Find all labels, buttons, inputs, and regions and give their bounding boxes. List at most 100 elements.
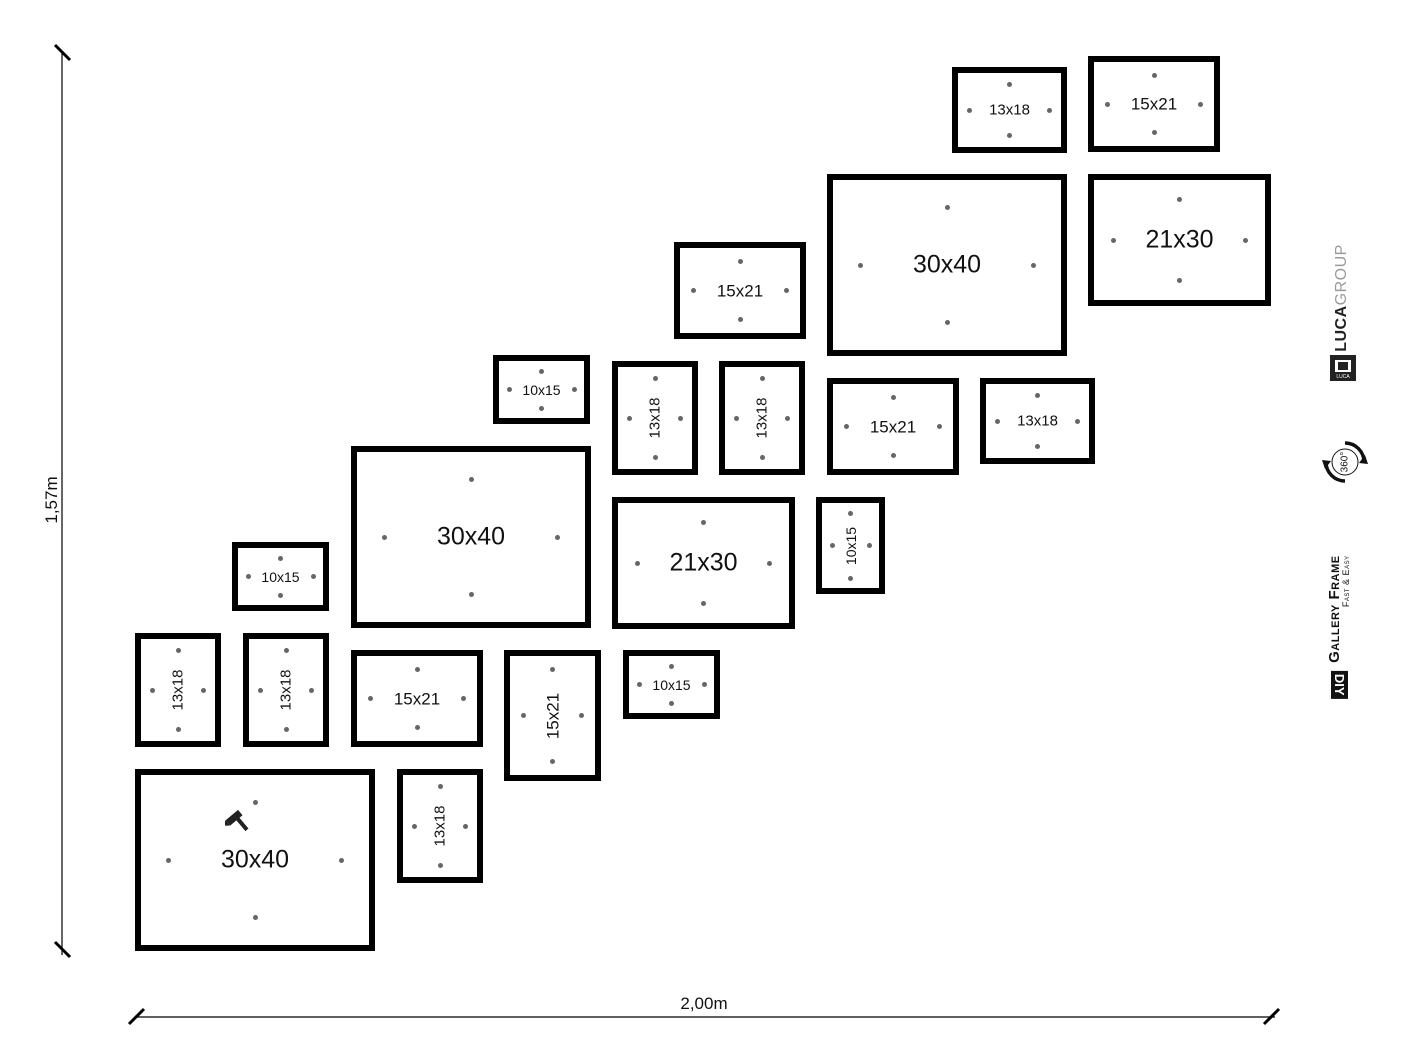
hanging-point <box>627 415 633 421</box>
hanging-point <box>1007 132 1012 138</box>
hanging-point <box>414 667 420 673</box>
hanging-point <box>462 823 468 829</box>
hanging-point <box>844 424 850 429</box>
hanging-point <box>737 316 743 322</box>
hanging-point <box>848 575 853 581</box>
frame-30x40-bottom: 30x40 <box>135 769 375 951</box>
luca-logo-icon: LUCA <box>1330 355 1356 381</box>
hanging-point <box>669 700 674 706</box>
hanging-point <box>737 259 743 265</box>
frame-15x21-vertical-lower: 15x21 <box>504 650 601 781</box>
frame-10x15-upper: 10x15 <box>493 355 590 424</box>
frame-13x18-lower-b: 13x18 <box>243 633 329 747</box>
hanging-point <box>310 574 316 579</box>
frame-13x18-middle: 13x18 <box>980 378 1095 464</box>
luca-group-logo: LUCAGROUP <box>1333 244 1351 352</box>
diy-badge: DIY <box>1330 670 1348 699</box>
hanging-point <box>539 368 544 374</box>
frame-10x15-left: 10x15 <box>232 542 329 611</box>
hanging-point <box>995 418 1001 424</box>
hanging-point <box>258 687 264 693</box>
hanging-point <box>381 534 387 540</box>
frame-size-label: 30x40 <box>436 522 506 551</box>
hanging-point <box>283 648 289 654</box>
frame-30x40-center: 30x40 <box>351 446 591 628</box>
hanging-point <box>784 415 790 421</box>
frame-size-label: 30x40 <box>220 845 290 874</box>
hanging-point <box>412 823 418 829</box>
frame-size-label: 10x15 <box>522 381 561 398</box>
hanging-point <box>890 395 896 401</box>
hanging-point <box>866 543 872 548</box>
hanging-point <box>944 204 950 210</box>
hanging-point <box>701 601 706 607</box>
hanging-point <box>308 687 314 693</box>
hanging-point <box>890 452 896 458</box>
hanging-point <box>783 288 789 293</box>
frame-15x21-upper: 15x21 <box>674 242 806 339</box>
hanging-point <box>460 696 466 701</box>
hanging-point <box>245 574 251 579</box>
hanging-point <box>1151 130 1157 136</box>
frame-size-label: 13x18 <box>169 669 187 711</box>
frame-size-label: 13x18 <box>989 101 1030 119</box>
frame-21x30-upper-right: 21x30 <box>1088 174 1271 306</box>
frame-10x15-lower: 10x15 <box>623 650 720 719</box>
hanging-point <box>1110 237 1116 243</box>
frame-13x18-bottom: 13x18 <box>397 769 483 883</box>
frame-size-label: 15x21 <box>1130 94 1178 114</box>
hanging-point <box>437 784 443 790</box>
frame-15x21-lower: 15x21 <box>351 650 483 747</box>
frame-size-label: 21x30 <box>1145 225 1214 254</box>
luca-logo-small-text: LUCA <box>1336 374 1350 380</box>
hanging-point <box>1243 237 1249 243</box>
frame-size-label: 15x21 <box>869 417 917 436</box>
hanging-point <box>936 424 942 429</box>
frame-size-label: 13x18 <box>1017 412 1058 430</box>
hanging-point <box>571 387 577 392</box>
hanging-point <box>200 687 206 693</box>
hanging-point <box>944 320 950 326</box>
hanging-point <box>550 667 555 673</box>
hanging-point <box>175 648 181 654</box>
hanging-point <box>1035 443 1040 449</box>
fast-easy-text: Fast & Easy <box>1341 555 1351 608</box>
hanging-point <box>652 376 658 382</box>
frame-13x18-top: 13x18 <box>952 67 1067 153</box>
hanging-point <box>701 519 706 525</box>
frame-10x15-vertical: 10x15 <box>816 497 885 594</box>
frame-size-label: 10x15 <box>842 526 859 565</box>
frame-13x18-vertical-a: 13x18 <box>612 361 698 475</box>
hanging-point <box>701 682 707 687</box>
frame-13x18-vertical-b: 13x18 <box>719 361 805 475</box>
hanging-point <box>848 510 853 516</box>
hanging-point <box>506 387 512 392</box>
rotate-360-label: 360° <box>1339 451 1351 473</box>
hanging-point <box>165 857 171 863</box>
hanging-point <box>437 862 443 868</box>
height-label: 1,57m <box>42 476 61 524</box>
hanging-point <box>1046 107 1052 113</box>
hanging-point <box>339 857 345 863</box>
gallery-frame-text: Gallery Frame <box>1326 555 1343 663</box>
hanging-point <box>1104 101 1110 107</box>
frame-size-label: 15x21 <box>716 281 764 300</box>
hanging-point <box>1177 278 1182 284</box>
hanging-point <box>1151 72 1157 78</box>
hanging-point <box>767 560 773 566</box>
hanging-point <box>252 799 258 805</box>
frame-13x18-lower-a: 13x18 <box>135 633 221 747</box>
hanging-point <box>857 262 863 268</box>
hanging-point <box>414 724 420 730</box>
hanging-point <box>368 696 374 701</box>
hanging-point <box>1074 418 1080 424</box>
hanging-point <box>669 663 674 669</box>
hanging-point <box>539 405 544 411</box>
hanging-point <box>150 687 156 693</box>
hanging-point <box>829 543 835 548</box>
hanging-point <box>677 415 683 421</box>
frame-21x30-center: 21x30 <box>612 497 795 629</box>
hanging-point <box>1198 101 1204 107</box>
hanging-point <box>1007 82 1012 88</box>
